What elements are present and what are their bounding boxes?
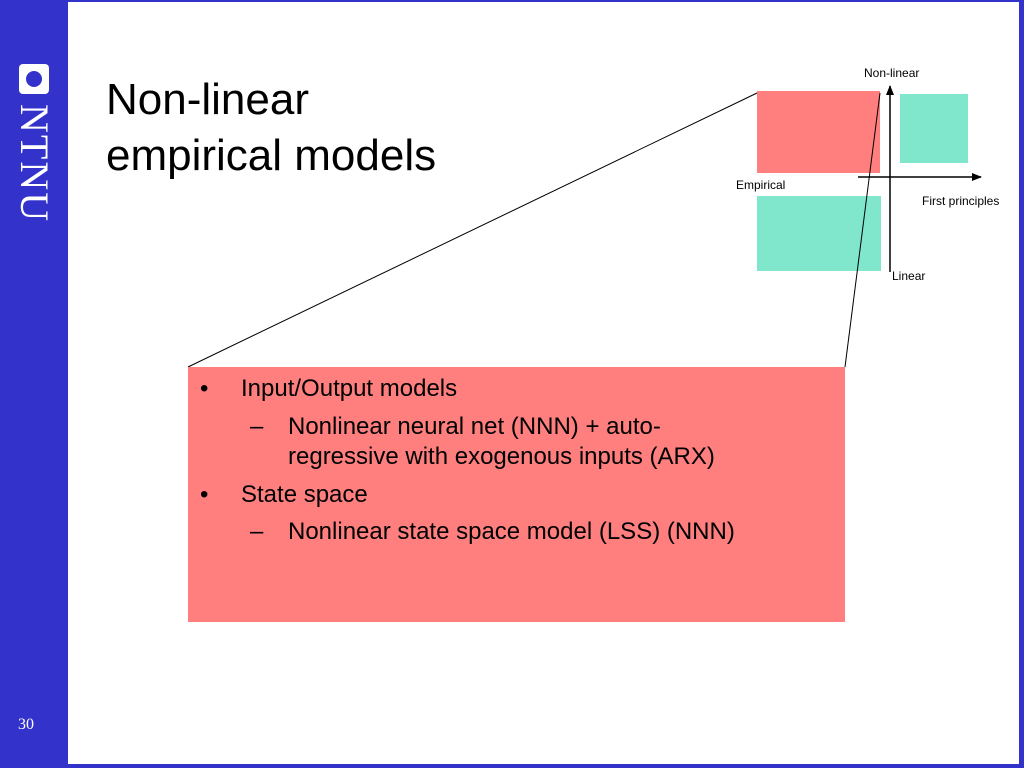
quadrant-nonlinear-first-principles bbox=[900, 94, 968, 163]
slide-title-line-1: Non-linear bbox=[106, 75, 309, 124]
ntnu-logo-icon bbox=[19, 64, 49, 94]
sub-bullet-nonlinear-state-space: Nonlinear state space model (LSS) (NNN) bbox=[288, 518, 735, 545]
right-border bbox=[1019, 0, 1024, 768]
bullet-marker: • bbox=[200, 375, 209, 402]
top-border bbox=[0, 0, 1024, 2]
sub-bullet-nnn-arx-line-2: regressive with exogenous inputs (ARX) bbox=[288, 443, 715, 470]
sub-bullet-marker: – bbox=[250, 413, 264, 440]
slide-title: Non-linear empirical models bbox=[106, 72, 436, 184]
sub-bullet-nnn-arx-line-1: Nonlinear neural net (NNN) + auto- bbox=[288, 413, 661, 440]
slide-title-line-2: empirical models bbox=[106, 131, 437, 180]
page-number: 30 bbox=[18, 716, 34, 733]
quadrant-linear-empirical bbox=[757, 196, 881, 271]
bullet-marker: • bbox=[200, 481, 209, 508]
axis-label-empirical: Empirical bbox=[736, 178, 786, 192]
axis-label-linear: Linear bbox=[892, 269, 926, 283]
bottom-border bbox=[0, 764, 1024, 768]
zoom-line-left bbox=[187, 92, 758, 368]
bullet-input-output-models: Input/Output models bbox=[241, 375, 458, 402]
zoom-line-right bbox=[844, 92, 881, 368]
ntnu-logo-text: NTNU bbox=[12, 104, 57, 224]
axis-label-nonlinear: Non-linear bbox=[864, 66, 920, 80]
axis-label-first-principles: First principles bbox=[922, 194, 1000, 208]
sidebar: NTNU 30 bbox=[0, 0, 68, 768]
quadrant-nonlinear-empirical bbox=[757, 91, 880, 173]
content-box: • Input/Output models – Nonlinear neural… bbox=[188, 367, 845, 622]
sub-bullet-marker: – bbox=[250, 518, 264, 545]
bullet-state-space: State space bbox=[241, 481, 368, 508]
